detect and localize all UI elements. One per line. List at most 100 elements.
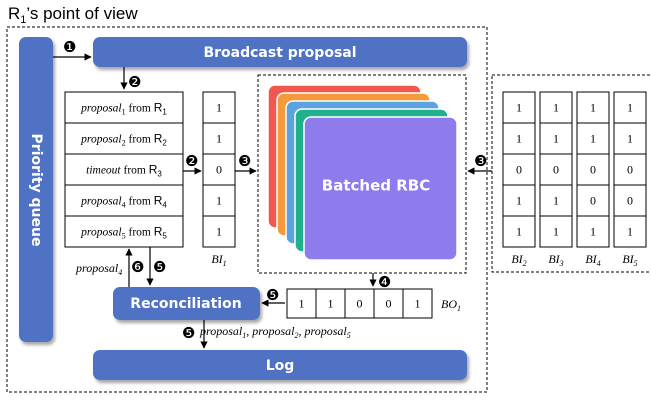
priority-queue-bar [19, 37, 53, 342]
bi3-label: BI3 [548, 252, 563, 268]
bi1-cell-4 [202, 184, 236, 217]
reconciliation-bar [113, 287, 260, 320]
step-2-marker-mid: ❷ [185, 153, 198, 170]
step-6-marker: ❻ [131, 259, 144, 276]
bi4-value-3: 0 [590, 163, 596, 177]
bi4-cell-4 [576, 184, 610, 217]
bi1-value-1: 1 [216, 101, 222, 115]
step-2-marker-top: ❷ [128, 74, 141, 91]
view-title: R1’s point of view [8, 4, 138, 26]
rbc-card-front [303, 116, 458, 261]
bi4-value-1: 1 [590, 101, 596, 115]
bi5-value-4: 0 [627, 194, 633, 208]
bi3-value-5: 1 [553, 225, 559, 239]
bi1-value-5: 1 [216, 225, 222, 239]
bi2-cell-3 [502, 153, 536, 186]
bi5-value-1: 1 [627, 101, 633, 115]
proposal4-label: proposal4 [75, 261, 122, 277]
bi4-cell-1 [576, 91, 610, 124]
queue-list [64, 91, 184, 248]
step-3-marker-left: ❸ [238, 153, 251, 170]
bi1-cell-2 [202, 122, 236, 155]
bi2-value-3: 0 [516, 163, 522, 177]
bi2-cell-5 [502, 215, 536, 248]
step-5-marker-bo: ❺ [266, 287, 279, 304]
bi4-cell-2 [576, 122, 610, 155]
bi2-value-1: 1 [516, 101, 522, 115]
bi3-value-3: 0 [553, 163, 559, 177]
batched-rbc-stack [267, 84, 458, 261]
bo1-value-3: 0 [357, 297, 363, 311]
queue-item-2: proposal2 from R2 [80, 132, 167, 148]
bi5-cell-3 [613, 153, 647, 186]
bi2-value-5: 1 [516, 225, 522, 239]
bi2-value-2: 1 [516, 132, 522, 146]
step-markers: ❶ ❷ ❷ ❸ ❸ ❹ ❺ ❻ ❺ ❺ [63, 39, 487, 342]
bi2-label: BI2 [511, 252, 526, 268]
step-4-marker: ❹ [378, 274, 391, 291]
bi5-label: BI5 [622, 252, 637, 268]
outer-boundary [6, 26, 488, 393]
bi2-value-4: 1 [516, 194, 522, 208]
queue-items: proposal1 from R1 proposal2 from R2 timeou… [80, 101, 167, 241]
priority-queue-label: Priority queue [28, 134, 44, 247]
queue-item-5: proposal5 from R5 [80, 225, 167, 241]
broadcast-proposal-label: Broadcast proposal [203, 45, 356, 61]
bi5-cell-5 [613, 215, 647, 248]
bo1-cell-4 [373, 288, 404, 319]
bi5-value-3: 0 [627, 163, 633, 177]
bi3-value-1: 1 [553, 101, 559, 115]
bo1-value-2: 1 [328, 297, 334, 311]
bi5-value-2: 1 [627, 132, 633, 146]
bi1-cell-5 [202, 215, 236, 248]
step-3-marker-right: ❸ [474, 153, 487, 170]
bi4-value-2: 1 [590, 132, 596, 146]
bi3-value-2: 1 [553, 132, 559, 146]
bo1-value-5: 1 [415, 297, 421, 311]
flow-arrows [53, 53, 492, 349]
log-input-label: proposal1, proposal2, proposal5 [199, 324, 351, 340]
broadcast-proposal-bar [93, 37, 467, 67]
bo1-cell-3 [344, 288, 375, 319]
bi5-cell-1 [613, 91, 647, 124]
bo1-label: BO1 [441, 297, 461, 313]
bi1-label: BI1 [211, 252, 226, 268]
bi5-value-5: 1 [627, 225, 633, 239]
bi2-cell-1 [502, 91, 536, 124]
step-1-marker: ❶ [63, 39, 76, 56]
bi-columns-region [491, 74, 651, 273]
bi4-value-4: 0 [590, 194, 596, 208]
bo1-row: 1 1 0 0 1 BO1 [286, 288, 461, 319]
bo1-cell-5 [402, 288, 433, 319]
queue-item-4: proposal4 from R4 [80, 194, 167, 210]
bi2-cell-2 [502, 122, 536, 155]
bo1-value-1: 1 [299, 297, 305, 311]
batched-rbc-region [257, 74, 467, 274]
log-bar [93, 350, 467, 380]
queue-item-1: proposal1 from R1 [80, 101, 167, 117]
bi4-cell-5 [576, 215, 610, 248]
log-label: Log [266, 358, 295, 374]
step-5-marker-queue: ❺ [153, 259, 166, 276]
step-5-marker-log: ❺ [182, 325, 195, 342]
bo1-cell-1 [286, 288, 317, 319]
bi4-value-5: 1 [590, 225, 596, 239]
bi1-value-2: 1 [216, 132, 222, 146]
bo1-value-4: 0 [386, 297, 392, 311]
bi3-cell-5 [539, 215, 573, 248]
bi3-value-4: 1 [553, 194, 559, 208]
bi1-value-3: 0 [216, 163, 222, 177]
batched-rbc-label: Batched RBC [322, 177, 430, 195]
bi1-value-4: 1 [216, 194, 222, 208]
bi4-label: BI4 [585, 252, 600, 268]
queue-item-3: timeout from R3 [86, 163, 162, 179]
